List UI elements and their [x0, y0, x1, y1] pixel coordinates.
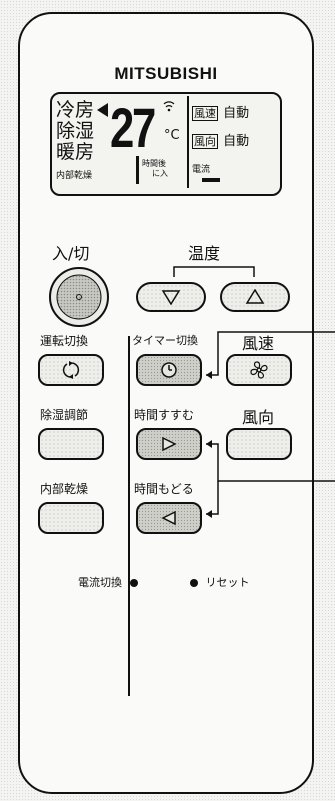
signal-icon — [163, 101, 175, 112]
brand-logo: MITSUBISHI — [114, 64, 218, 83]
fan-icon — [250, 361, 268, 379]
mode-cool: 冷房 — [56, 99, 95, 121]
airflow-label: 電流 — [192, 165, 211, 175]
direction-box: 風向 — [192, 134, 218, 149]
timer-switch-label: タイマー切換 — [132, 334, 198, 347]
direction-label: 風向 — [242, 408, 275, 427]
time-back-button[interactable] — [136, 502, 202, 534]
clock-icon — [161, 362, 177, 378]
internal-dry-label: 内部乾燥 — [40, 482, 89, 496]
direction-value: 自動 — [223, 134, 250, 149]
airflow-bar — [202, 178, 220, 182]
direction-button[interactable] — [226, 428, 292, 460]
time-forward-button[interactable] — [136, 428, 202, 460]
triangle-down-icon — [161, 290, 181, 305]
current-switch-label: 電流切換 — [78, 576, 122, 589]
lcd-display: 冷房 除湿 暖房 内部乾燥 27 °C 時間後 に入 風速 自動 風向 自動 電… — [50, 92, 282, 196]
timer-bar — [136, 156, 139, 184]
temperature-readout: 27 — [110, 96, 156, 159]
mode-switch-button[interactable] — [38, 354, 104, 386]
cycle-icon — [62, 361, 80, 379]
control-divider — [128, 336, 130, 696]
power-label: 入/切 — [52, 244, 90, 263]
temp-label: 温度 — [188, 244, 221, 263]
timer-label-on: に入 — [152, 169, 168, 178]
reset[interactable]: リセット — [190, 574, 250, 590]
internal-dry-button[interactable] — [38, 502, 104, 534]
power-button[interactable] — [48, 266, 110, 328]
triangle-left-icon — [161, 510, 176, 526]
reset-dot-icon — [190, 579, 198, 587]
fan-speed-button[interactable] — [226, 354, 292, 386]
temp-down-button[interactable] — [136, 282, 206, 312]
mode-internal-dry: 内部乾燥 — [56, 171, 93, 181]
lcd-divider — [187, 96, 189, 188]
reset-label: リセット — [205, 576, 250, 589]
time-forward-label: 時間すすむ — [134, 408, 195, 422]
mode-heat: 暖房 — [56, 141, 95, 163]
temp-up-button[interactable] — [220, 282, 290, 312]
remote-control: MITSUBISHI 冷房 除湿 暖房 内部乾燥 27 °C 時間後 に入 風速… — [18, 12, 314, 794]
dehumid-label: 除湿調節 — [40, 408, 89, 422]
time-back-label: 時間もどる — [134, 482, 194, 496]
direction-indicator: 風向 自動 — [192, 130, 249, 149]
current-switch[interactable]: 電流切換 — [78, 574, 138, 590]
current-switch-dot-icon — [129, 579, 138, 587]
timer-switch-button[interactable] — [136, 354, 202, 386]
fan-speed-box: 風速 — [192, 106, 218, 121]
temperature-unit: °C — [164, 128, 180, 143]
fan-speed-value: 自動 — [223, 106, 250, 121]
triangle-up-icon — [245, 289, 265, 304]
fan-speed-indicator: 風速 自動 — [192, 102, 249, 121]
mode-dry: 除湿 — [56, 120, 95, 142]
mode-switch-label: 運転切換 — [40, 334, 89, 348]
fan-speed-label: 風速 — [242, 334, 275, 353]
timer-label-after: 時間後 — [142, 159, 166, 168]
temp-bracket — [173, 266, 255, 277]
dehumid-button[interactable] — [38, 428, 104, 460]
mode-pointer-icon — [97, 103, 108, 117]
triangle-right-icon — [162, 436, 177, 452]
